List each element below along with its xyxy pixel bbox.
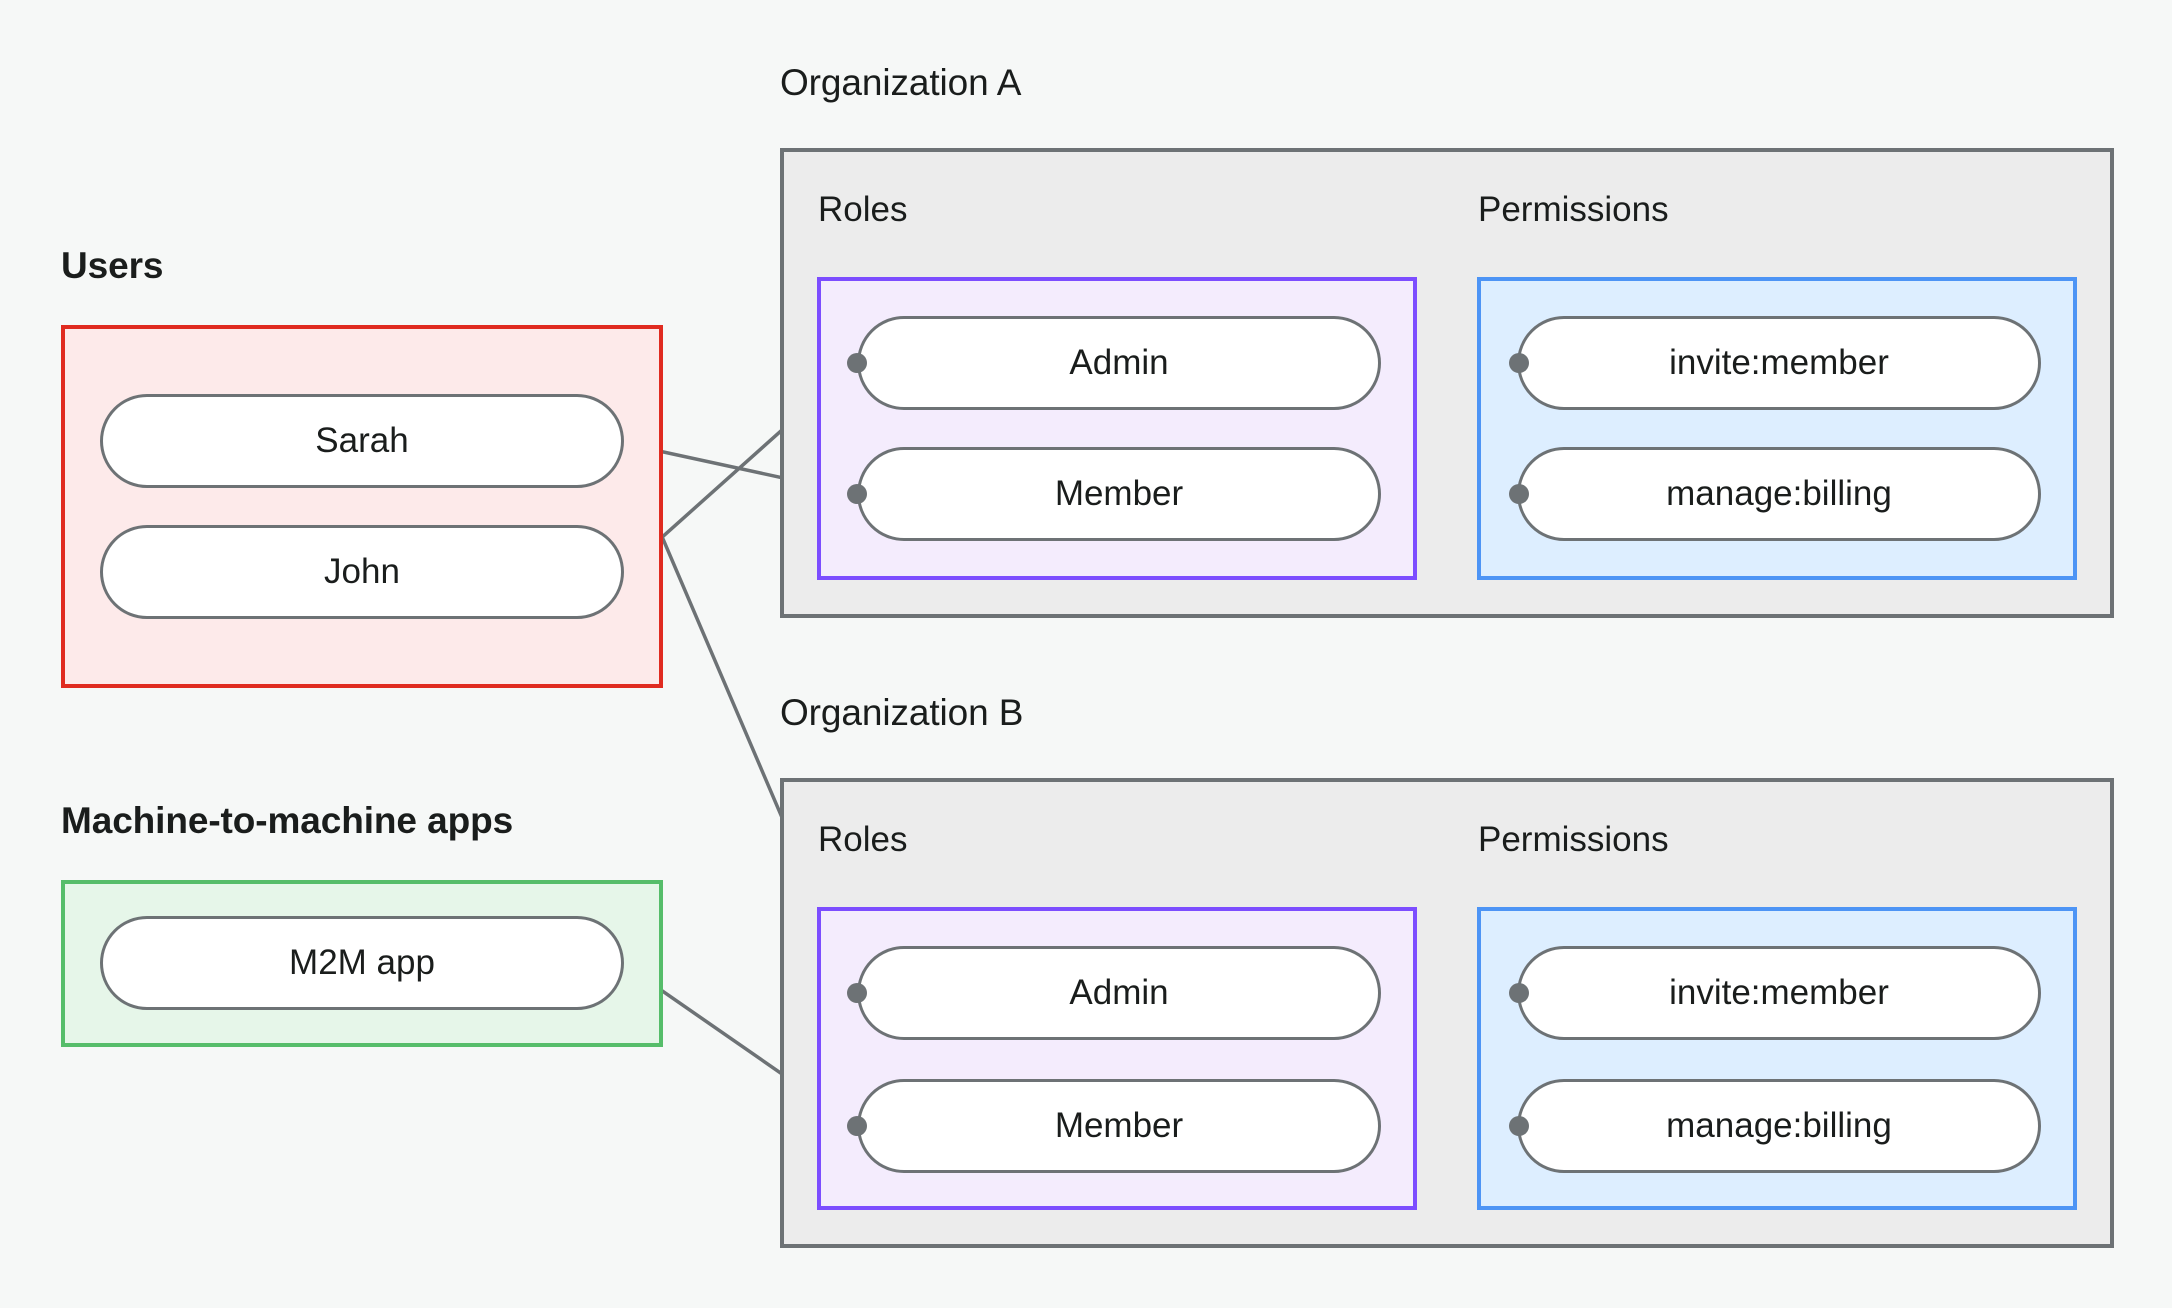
users-group-box: [61, 325, 663, 688]
users-title: Users: [61, 245, 164, 286]
organization-b-title: Organization B: [780, 692, 1024, 733]
user-pill-john[interactable]: John: [100, 525, 624, 619]
connector-dot-orgA-member-left: [847, 484, 867, 504]
organization-b-role-pill-admin[interactable]: Admin: [857, 946, 1381, 1040]
connector-dot-orgB-invite-left: [1509, 983, 1529, 1003]
connector-dot-orgA-invite-left: [1509, 353, 1529, 373]
m2m-pill-app[interactable]: M2M app: [100, 916, 624, 1010]
organization-a-permission-pill-invite-member[interactable]: invite:member: [1517, 316, 2041, 410]
connector-dot-orgB-admin-left: [847, 983, 867, 1003]
organization-a-role-pill-admin[interactable]: Admin: [857, 316, 1381, 410]
organization-a-permission-pill-manage-billing[interactable]: manage:billing: [1517, 447, 2041, 541]
organization-a-roles-title: Roles: [818, 190, 908, 229]
organization-a-role-pill-member[interactable]: Member: [857, 447, 1381, 541]
connector-dot-orgA-billing-left: [1509, 484, 1529, 504]
organization-b-roles-title: Roles: [818, 820, 908, 859]
organization-b-permissions-title: Permissions: [1478, 820, 1669, 859]
organization-a-title: Organization A: [780, 62, 1022, 103]
connector-dot-orgA-admin-left: [847, 353, 867, 373]
machine-apps-title: Machine-to-machine apps: [61, 800, 514, 841]
user-pill-sarah[interactable]: Sarah: [100, 394, 624, 488]
connector-dot-orgB-member-left: [847, 1116, 867, 1136]
organization-b-role-pill-member[interactable]: Member: [857, 1079, 1381, 1173]
organization-b-permission-pill-manage-billing[interactable]: manage:billing: [1517, 1079, 2041, 1173]
organization-a-permissions-title: Permissions: [1478, 190, 1669, 229]
connector-dot-orgB-billing-left: [1509, 1116, 1529, 1136]
organization-b-permission-pill-invite-member[interactable]: invite:member: [1517, 946, 2041, 1040]
